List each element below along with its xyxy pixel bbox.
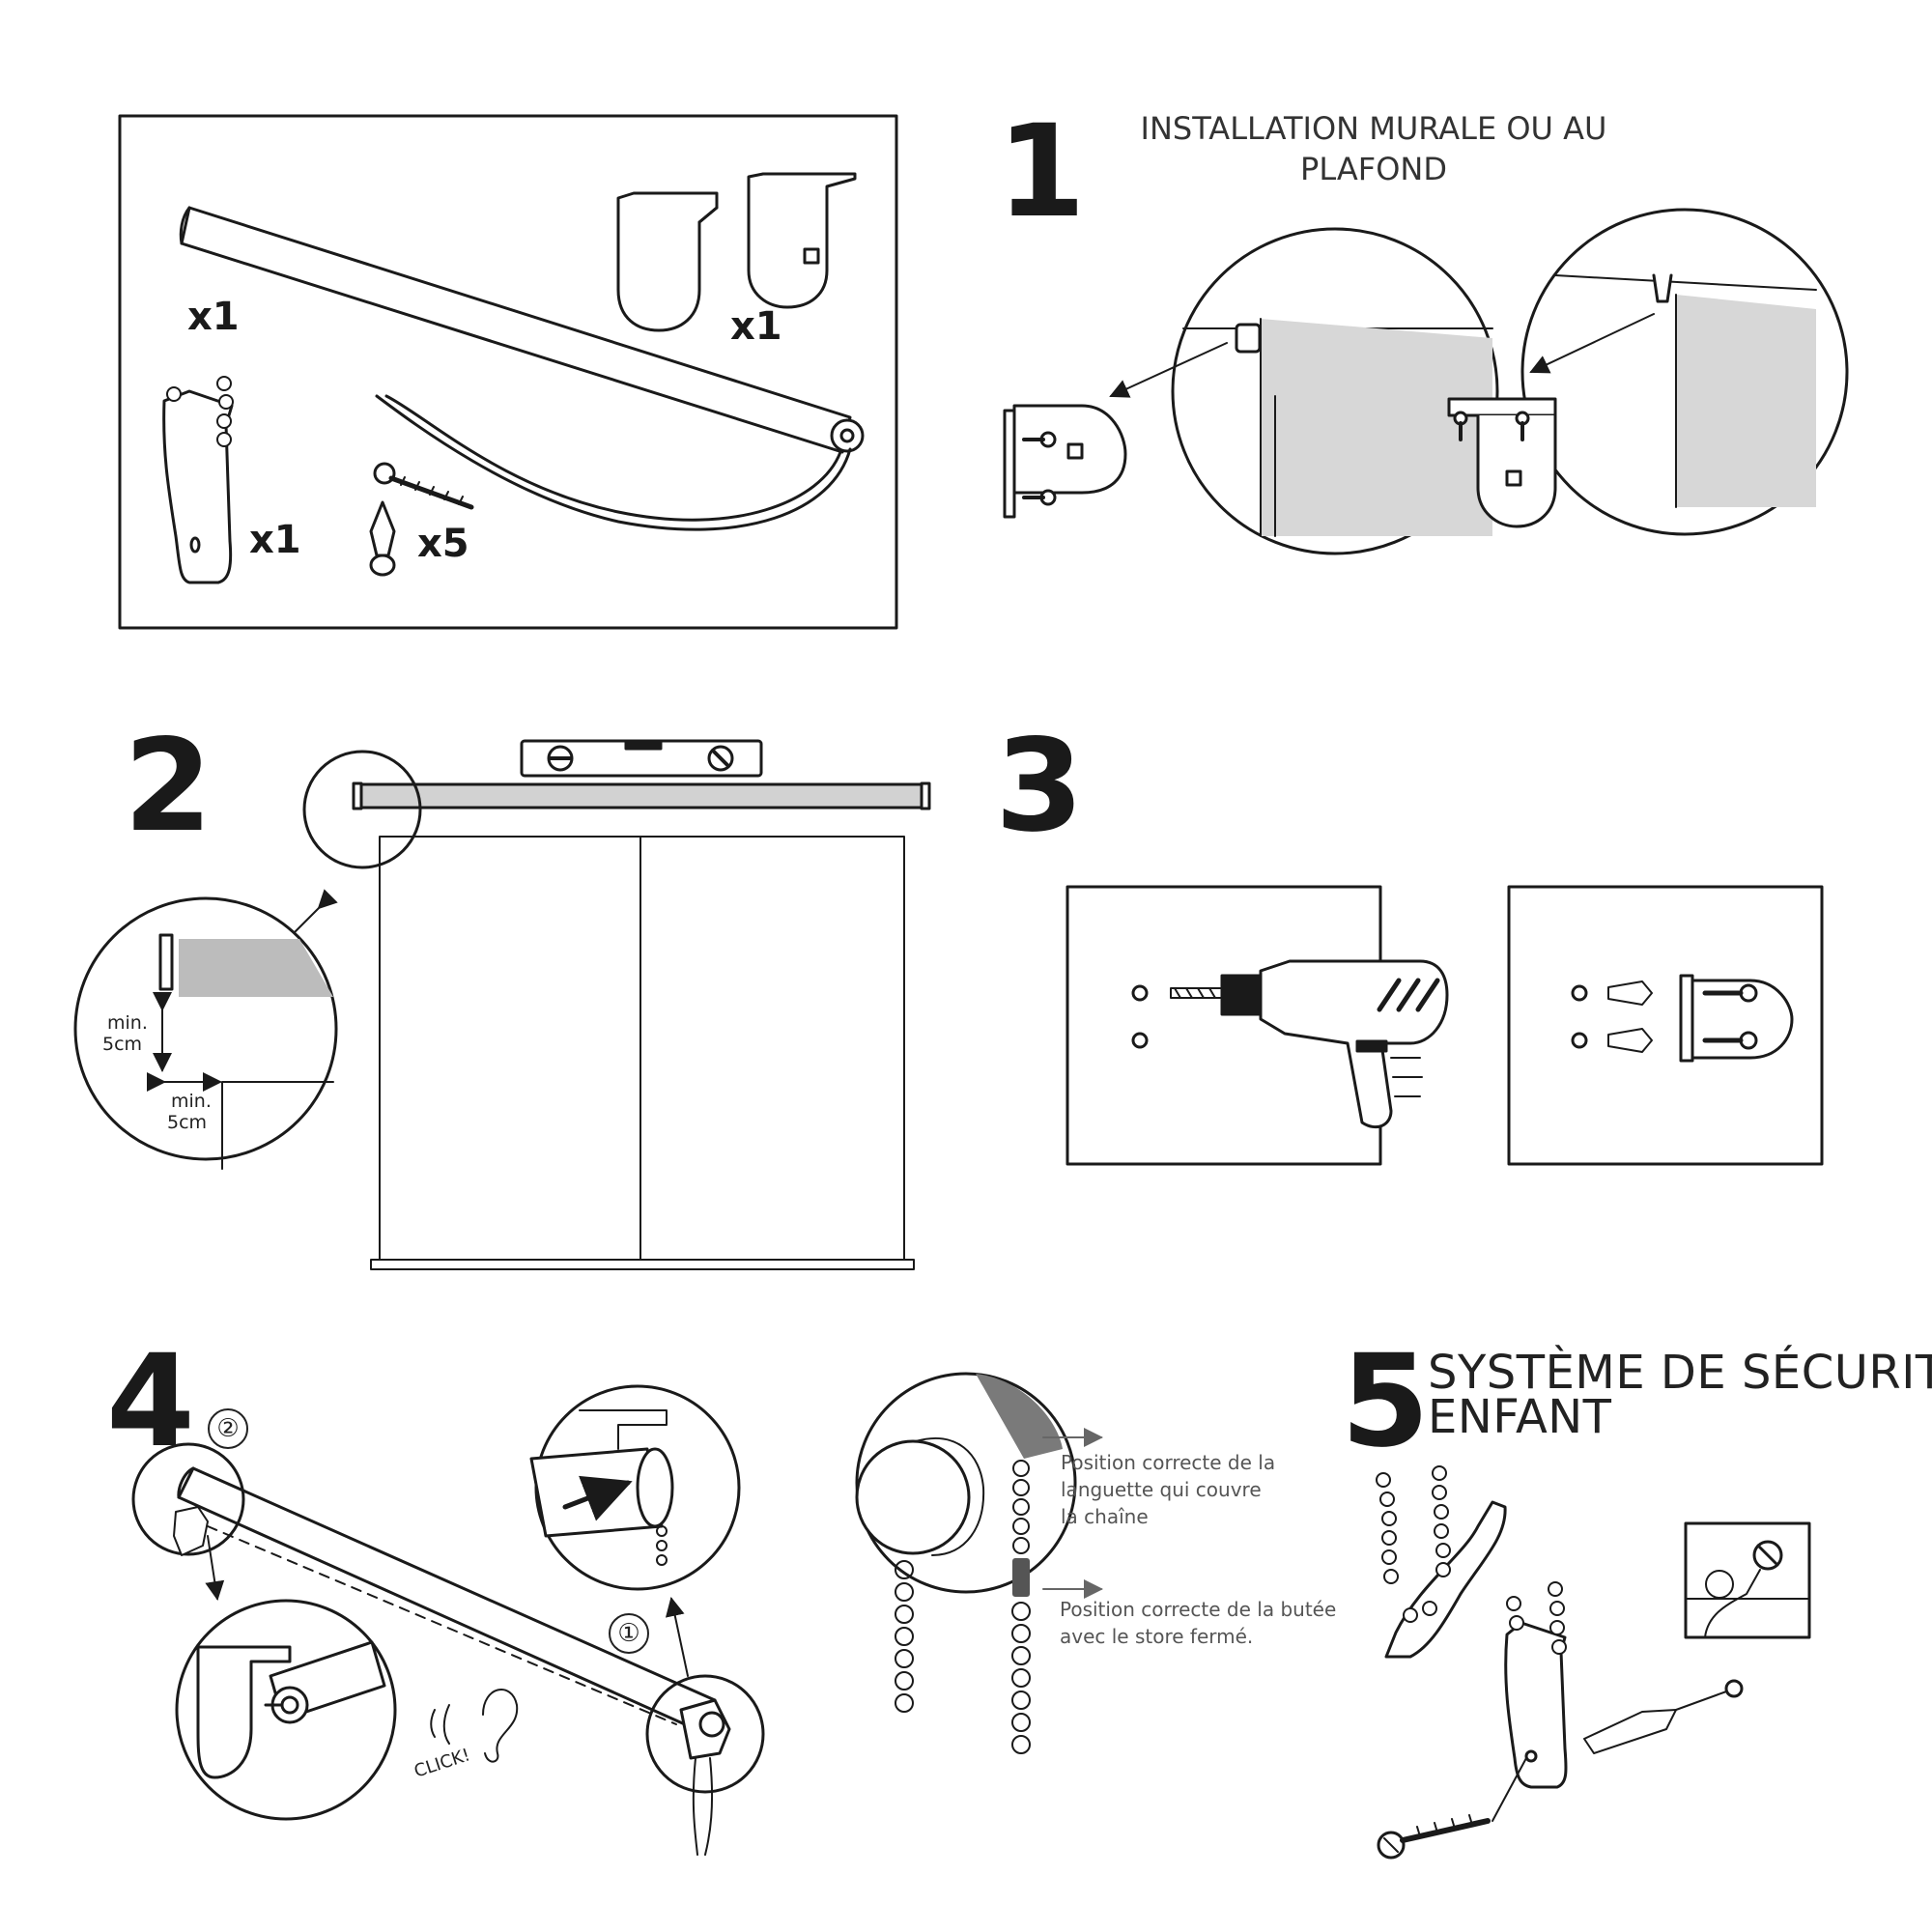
step4-number: 4 [106,1327,195,1476]
safety-device-quantity: x1 [249,518,301,562]
step5-title-line2: ENFANT [1428,1390,1612,1444]
step1-illustration [1003,208,1849,555]
clearance-horizontal-value: 5cm [167,1112,208,1133]
step3-illustration [1065,885,1824,1166]
step5-number: 5 [1341,1327,1430,1476]
clearance-vertical-min: min. [107,1012,148,1034]
step2-illustration [73,739,931,1270]
clearance-vertical-value: 5cm [102,1034,143,1055]
step1-title: INSTALLATION MURALE OU AU PLAFOND [1140,110,1607,187]
step5-title-line1: SYSTÈME DE SÉCURITÉ [1428,1346,1932,1400]
roller-tube [179,206,865,531]
safety-device-part [162,376,234,584]
step1-number: 1 [997,98,1086,246]
clearance-horizontal-min: min. [171,1091,212,1112]
step5-illustration [1376,1465,1811,1860]
screw-and-plug [369,462,474,577]
chain-left [895,1560,914,1713]
brackets-pair [616,172,857,332]
step3-number: 3 [995,712,1084,861]
note-chain-tab: Position correcte de la languette qui co… [1061,1451,1276,1528]
step2-number: 2 [124,712,213,861]
step4-order-first: ① [609,1613,649,1654]
brackets-quantity: x1 [730,304,782,349]
screws-quantity: x5 [417,522,469,566]
roller-quantity: x1 [187,295,240,339]
step4-illustration [131,1372,1103,1856]
note-stop-position: Position correcte de la butée avec le st… [1060,1598,1337,1648]
chain-right [1011,1460,1031,1754]
contents-panel [118,114,898,630]
step4-order-second: ② [208,1408,248,1449]
